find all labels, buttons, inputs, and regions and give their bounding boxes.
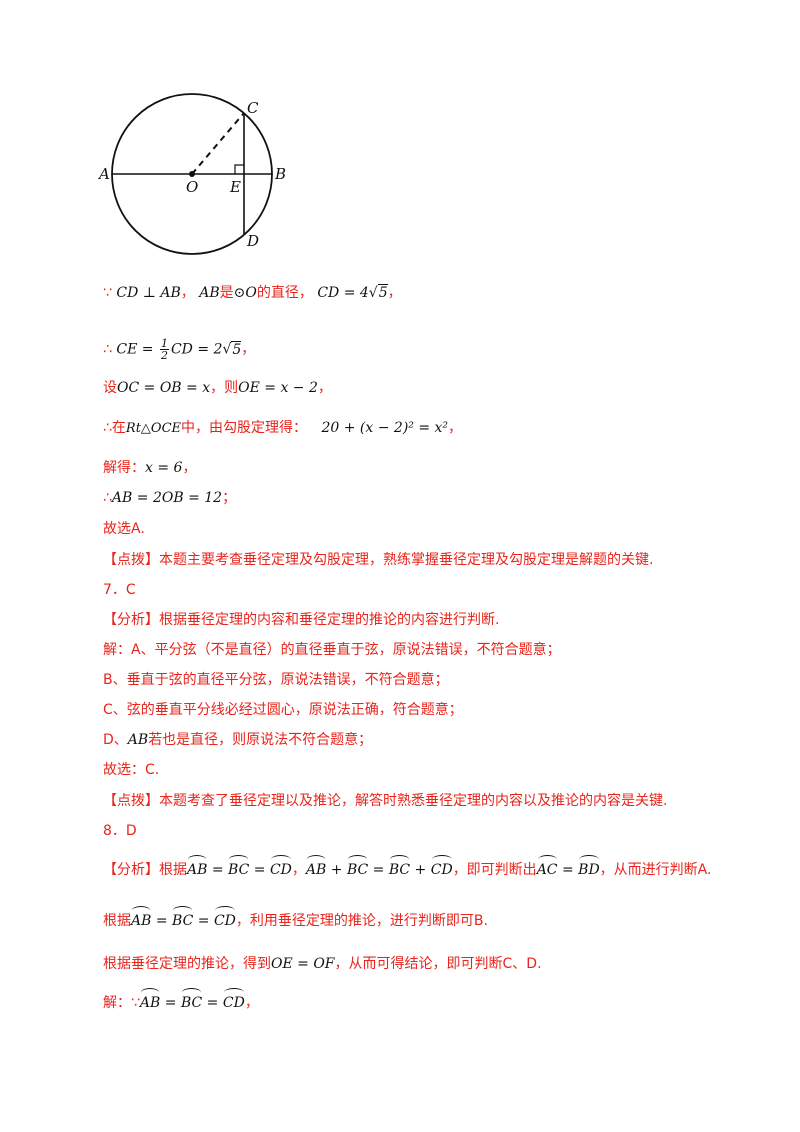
line-19: 根据AB = BC = CD，利用垂径定理的推论，进行判断即可B. bbox=[103, 906, 488, 929]
segment-oc-dashed bbox=[191, 112, 245, 175]
line-5: 解得：x = 6， bbox=[103, 460, 197, 476]
label-o: O bbox=[186, 178, 198, 196]
label-b: B bbox=[274, 165, 286, 183]
line-14: D、AB若也是直径，则原说法不符合题意； bbox=[103, 732, 373, 748]
line-8: 【点拨】本题主要考查垂径定理及勾股定理，熟练掌握垂径定理及勾股定理是解题的关键. bbox=[103, 552, 654, 568]
line-7: 故选A. bbox=[103, 521, 145, 537]
line-10: 【分析】根据垂径定理的内容和垂径定理的推论的内容进行判断. bbox=[103, 612, 500, 628]
center-point-o bbox=[189, 171, 195, 177]
line-11: 解：A、平分弦（不是直径）的直径垂直于弦，原说法错误，不符合题意； bbox=[103, 642, 561, 658]
line-3: 设OC = OB = x，则OE = x − 2， bbox=[103, 380, 332, 396]
line-13: C、弦的垂直平分线必经过圆心，原说法正确，符合题意； bbox=[103, 702, 463, 718]
label-e: E bbox=[229, 178, 241, 196]
label-d: D bbox=[246, 232, 259, 250]
line-15: 故选：C. bbox=[103, 762, 160, 778]
line-18: 【分析】根据AB = BC = CD，AB + BC = BC + CD，即可判… bbox=[103, 855, 712, 878]
line-12: B、垂直于弦的直径平分弦，原说法错误，不符合题意； bbox=[103, 672, 449, 688]
line-20: 根据垂径定理的推论，得到OE = OF，从而可得结论，即可判断C、D. bbox=[103, 956, 542, 972]
line-17: 8．D bbox=[103, 823, 137, 839]
circle-figure: A B C D O E bbox=[97, 93, 286, 255]
line-21: 解：∵AB = BC = CD， bbox=[103, 988, 259, 1011]
label-a: A bbox=[97, 165, 110, 183]
line-16: 【点拨】本题考查了垂径定理以及推论，解答时熟悉垂径定理的内容以及推论的内容是关键… bbox=[103, 793, 668, 809]
right-angle-mark bbox=[234, 164, 244, 174]
line-1: ∵ CD ⊥ AB， AB是⊙O的直径， CD = 4√5， bbox=[103, 284, 402, 301]
line-6: ∴AB = 2OB = 12； bbox=[103, 490, 237, 506]
line-4: ∴在Rt△OCE中，由勾股定理得： 20 + (x − 2)² = x²， bbox=[103, 420, 463, 436]
line-9: 7．C bbox=[103, 582, 136, 598]
label-c: C bbox=[247, 99, 259, 117]
